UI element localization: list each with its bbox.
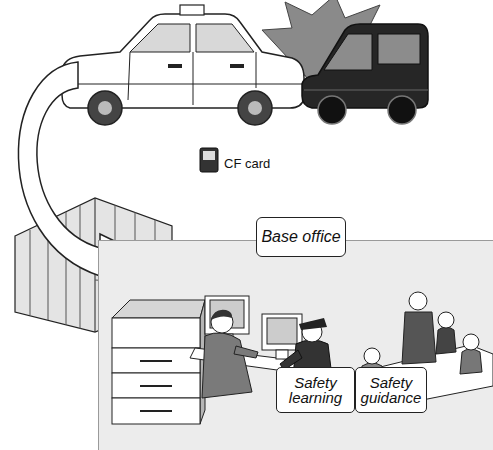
van-window	[378, 34, 420, 64]
taxi-trim	[64, 84, 302, 85]
taxi-window	[130, 24, 190, 52]
box-label: Safety learning	[277, 375, 354, 405]
office-tag: Base office	[256, 217, 346, 257]
cf-card-face	[203, 151, 215, 160]
taxi-door-line	[256, 52, 257, 88]
taxi-body	[62, 14, 304, 108]
van-trim	[304, 90, 428, 91]
building-column	[66, 212, 67, 325]
taxi-handle	[230, 64, 244, 68]
taxi-door-line	[193, 52, 194, 105]
box-label: Safety guidance	[356, 375, 426, 405]
taxi-handle	[168, 64, 182, 68]
office-panel: Base officeSafety learningSafety guidanc…	[98, 240, 493, 450]
van-wheel	[318, 96, 346, 124]
building-column	[30, 230, 31, 315]
cf-card-icon	[200, 148, 218, 172]
part-label: CF card	[224, 156, 270, 171]
crash-burst	[262, 0, 395, 100]
taxi-roof-sign	[180, 5, 204, 15]
van-window	[324, 34, 372, 70]
activity-box: Safety learning	[276, 367, 355, 413]
building-column	[48, 221, 49, 320]
taxi-window	[196, 24, 254, 52]
activity-box: Safety guidance	[355, 367, 427, 413]
taxi-wheel	[238, 91, 272, 125]
taxi-hub	[98, 101, 112, 115]
van-body	[302, 24, 428, 108]
taxi-hub	[248, 101, 262, 115]
building-edge	[95, 198, 96, 332]
van-wheel	[388, 96, 416, 124]
taxi-wheel	[88, 91, 122, 125]
building-column	[80, 205, 81, 329]
taxi-door-line	[128, 52, 130, 100]
